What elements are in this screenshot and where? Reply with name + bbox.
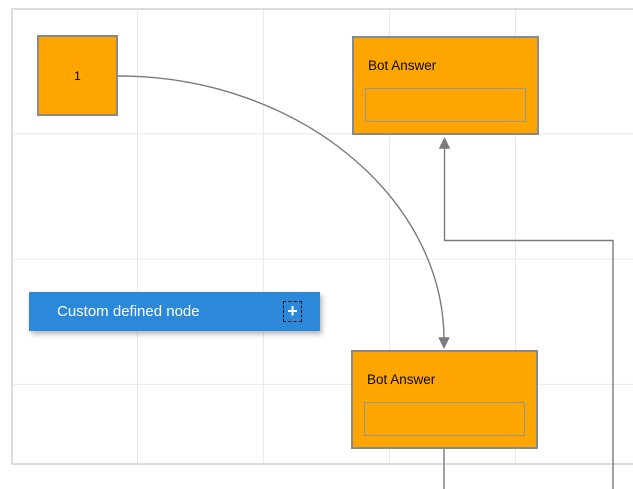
add-node-button[interactable]: +: [283, 301, 302, 322]
bot-answer-input[interactable]: [364, 402, 525, 436]
bot-answer-input[interactable]: [365, 88, 526, 122]
node-bot-answer-top[interactable]: Bot Answer: [352, 36, 539, 135]
node-bot-answer-bottom[interactable]: Bot Answer: [351, 350, 538, 449]
bot-answer-title: Bot Answer: [368, 58, 437, 73]
plus-icon: +: [287, 300, 298, 321]
bot-answer-title: Bot Answer: [367, 372, 436, 387]
custom-node-label: Custom defined node: [57, 303, 200, 320]
node-custom-defined[interactable]: Custom defined node +: [29, 292, 320, 331]
node-start[interactable]: 1: [37, 35, 118, 116]
